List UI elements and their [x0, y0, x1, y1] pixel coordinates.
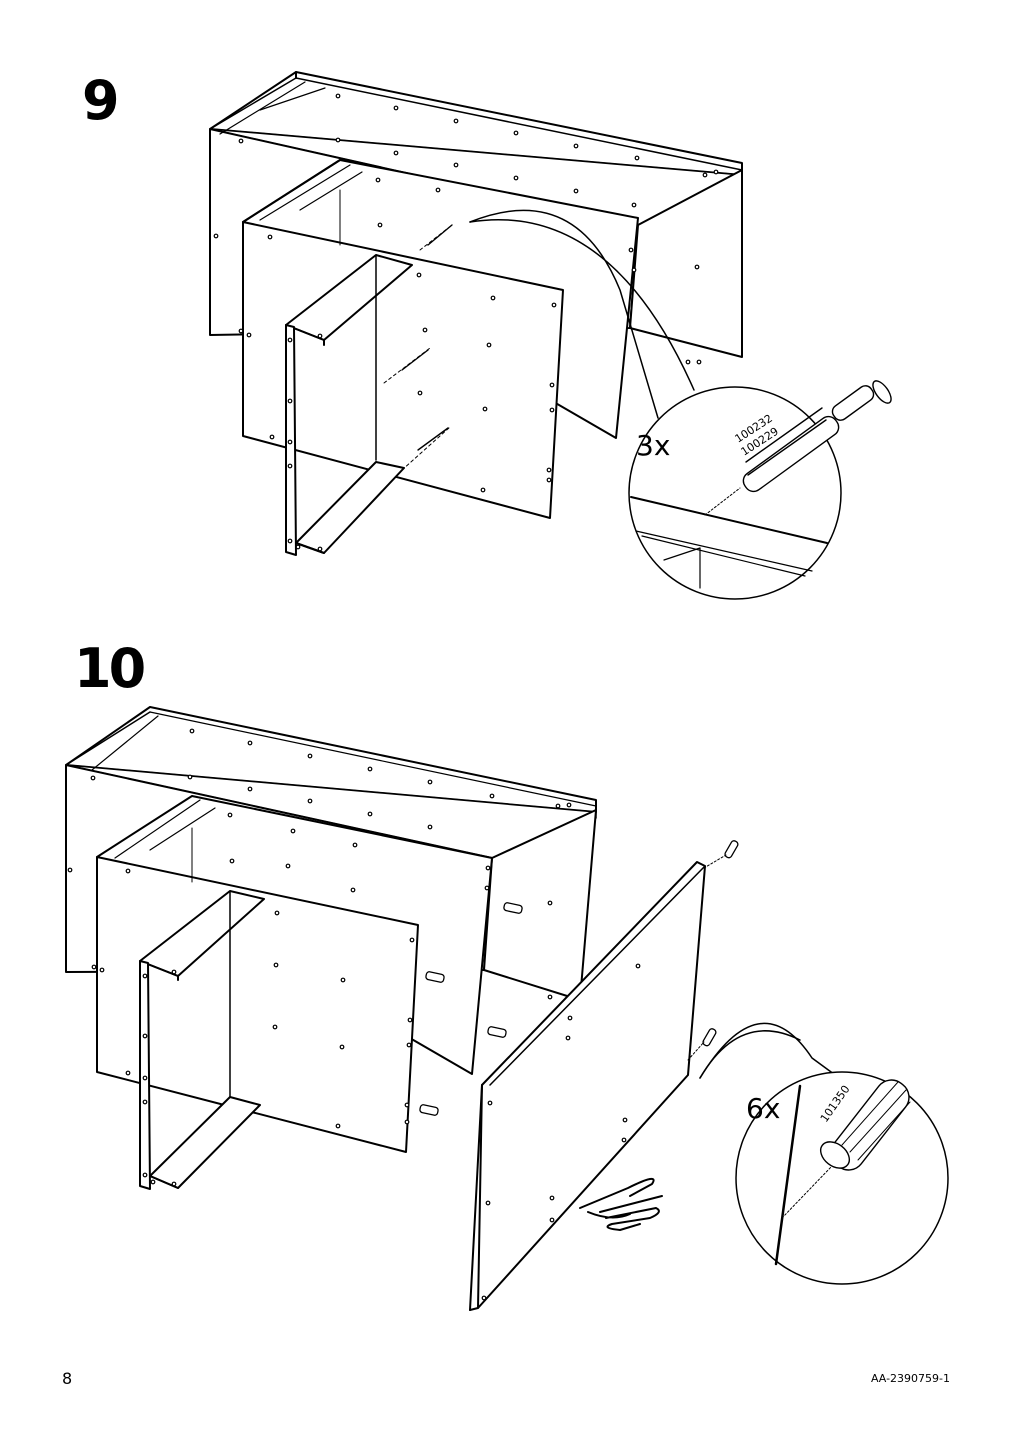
step-10-holes [67, 728, 641, 1301]
step-10-number: 10 [74, 637, 146, 700]
step-10-detail-callout [699, 1022, 949, 1285]
step-10-front-frame [139, 890, 265, 1190]
step-9-holes [213, 93, 719, 552]
step-9-quantity: 3x [636, 429, 670, 462]
step-9-front-frame [285, 254, 413, 556]
step-10-dowels [419, 840, 739, 1116]
step-10-side-panel [469, 861, 706, 1311]
wooden-dowel-icon [819, 1079, 911, 1171]
pointing-hand-icon [579, 1177, 663, 1231]
step-10-illustration [65, 706, 949, 1311]
cam-lock-dowel-screw-icon [742, 380, 892, 493]
step-9-middle-panel [242, 159, 639, 519]
step-10-quantity: 6x [746, 1092, 780, 1125]
step-10-middle-panel [96, 795, 493, 1153]
document-code: AA-2390759-1 [870, 1372, 950, 1385]
step-10-dowel-paths [687, 854, 727, 1061]
step-9-detail-callout [469, 209, 842, 600]
step-9-number: 9 [82, 69, 120, 132]
page-number: 8 [62, 1369, 73, 1388]
step-9-screws [401, 224, 453, 451]
step-9-illustration [209, 71, 892, 600]
